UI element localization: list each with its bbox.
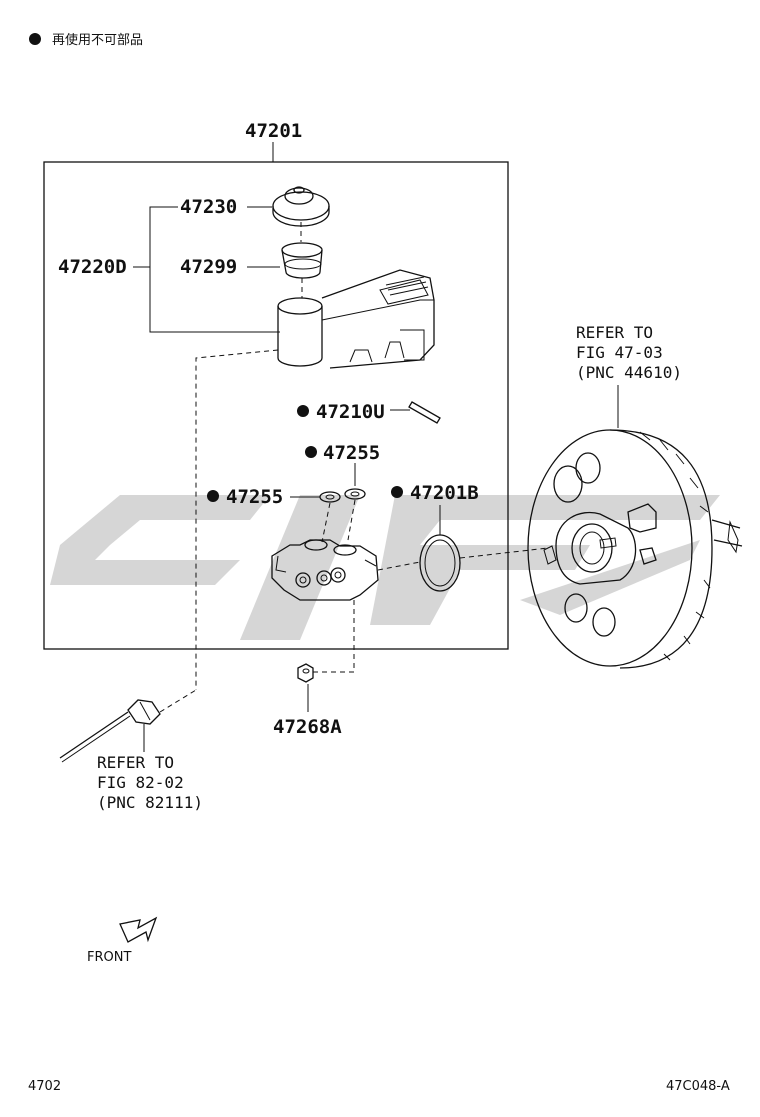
ref-tube-line3: (PNC 82111) [97,793,203,812]
non-reusable-bullet-icon [207,490,219,502]
legend-text: 再使用不可部品 [52,32,143,48]
flange-nut [297,663,314,683]
reservoir-cap [272,186,330,227]
label-47299: 47299 [180,256,237,278]
page-number: 4702 [28,1079,61,1094]
front-label: FRONT [87,950,131,965]
bracket-47220d [149,206,280,333]
ref-tube-line1: REFER TO [97,753,174,772]
grommet-top [344,488,366,500]
master-cylinder [271,539,379,601]
label-47220d: 47220D [58,256,127,278]
label-47255-top: 47255 [323,442,380,464]
reservoir-strainer [281,242,323,279]
label-47255-left: 47255 [226,486,283,508]
tube-route-line [195,349,279,690]
label-47230: 47230 [180,196,237,218]
non-reusable-bullet-icon [305,446,317,458]
spring-pin [408,401,441,424]
o-ring [419,534,461,592]
brake-fluid-reservoir [277,269,435,369]
watermark-logo [50,495,720,640]
label-47201: 47201 [245,120,302,142]
brake-booster [527,429,743,669]
non-reusable-bullet-icon [391,486,403,498]
cylinder-axis [377,547,549,571]
ref-booster-line2: FIG 47-03 [576,343,663,362]
ref-tube-line2: FIG 82-02 [97,773,184,792]
label-47268a: 47268A [273,716,342,738]
label-47210u: 47210U [316,401,385,423]
tube-dash [159,689,197,713]
front-arrow-icon [119,916,158,943]
assembly-frame [43,161,509,650]
figure-code: 47C048-A [666,1079,730,1094]
grommet-left [319,491,341,503]
label-47201b: 47201B [410,482,479,504]
legend-bullet-icon [29,33,41,45]
grommet-axes [321,499,356,543]
ref-booster-line3: (PNC 44610) [576,363,682,382]
non-reusable-bullet-icon [297,405,309,417]
nut-axis [310,600,355,673]
brake-tube-fitting [59,699,161,763]
ref-booster-line1: REFER TO [576,323,653,342]
